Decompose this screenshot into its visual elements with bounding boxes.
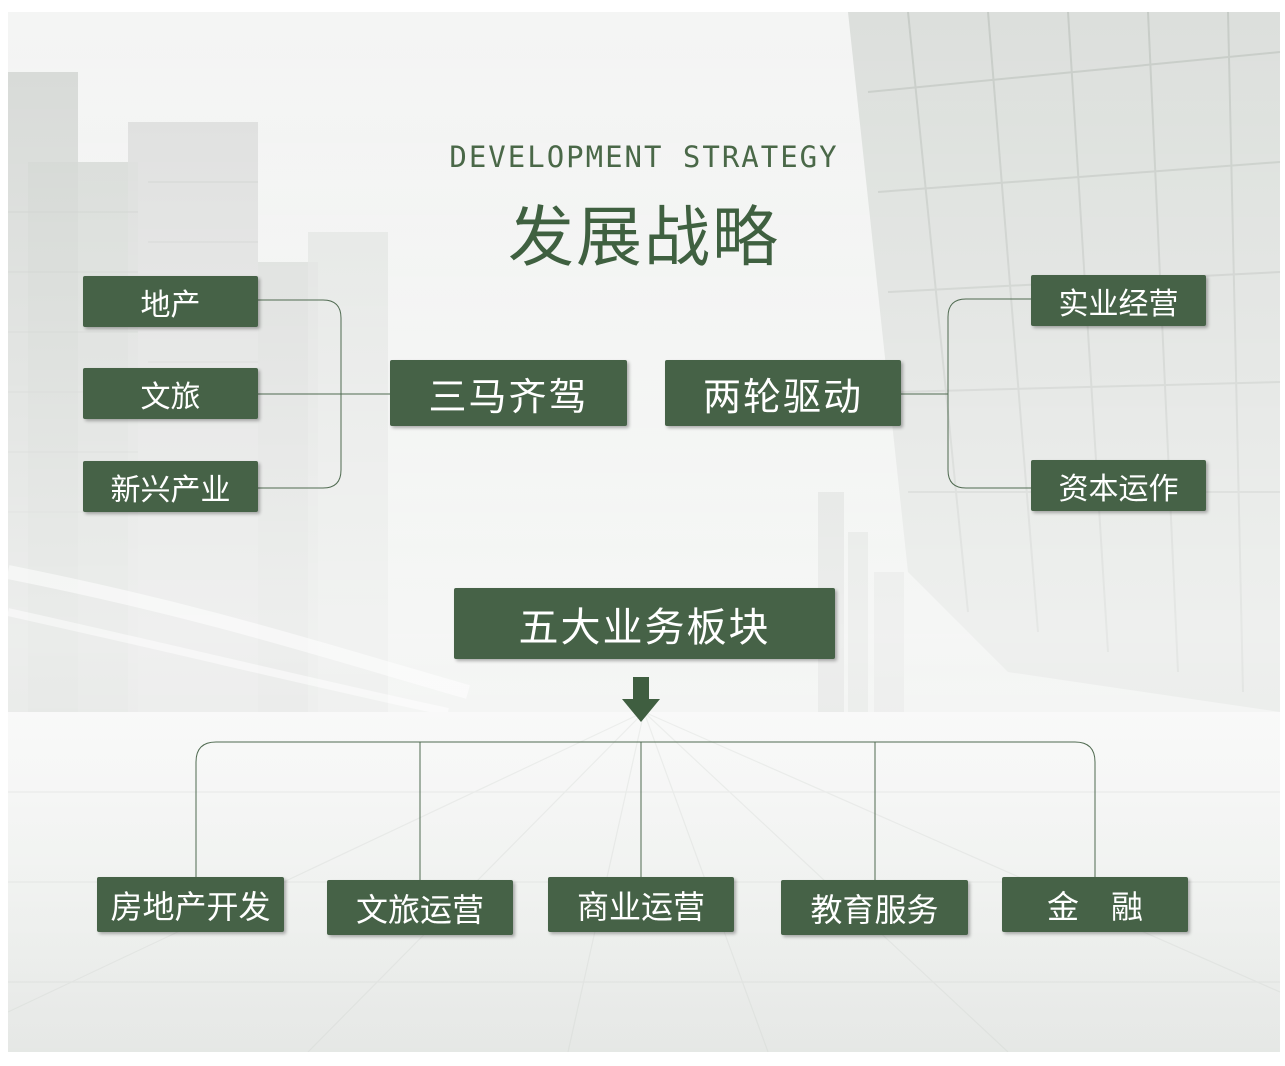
segment-real-estate-development: 房地产开发 (97, 877, 284, 932)
left-item-emerging-industry: 新兴产业 (83, 461, 258, 512)
segment-commercial-operation: 商业运营 (548, 877, 734, 932)
segment-culture-tourism-operation: 文旅运营 (327, 880, 513, 935)
left-main-three-horses: 三马齐驾 (390, 360, 627, 426)
page-title: 发展战略 (508, 199, 780, 276)
right-item-industrial-operation: 实业经营 (1031, 275, 1206, 326)
bottom-main-five-segments: 五大业务板块 (454, 588, 835, 659)
down-arrow-icon (622, 677, 660, 722)
segment-finance: 金 融 (1002, 877, 1188, 932)
right-item-capital-operation: 资本运作 (1031, 460, 1206, 511)
subtitle-english: DEVELOPMENT STRATEGY (449, 140, 839, 174)
connector-lines (195, 298, 1096, 892)
slide-canvas: DEVELOPMENT STRATEGY 发展战略 地产 文旅 新兴产业 三马齐… (8, 12, 1280, 1052)
right-main-two-wheels: 两轮驱动 (665, 360, 901, 426)
segment-education-service: 教育服务 (781, 880, 968, 935)
left-item-culture-tourism: 文旅 (83, 368, 258, 419)
left-item-real-estate: 地产 (83, 276, 258, 327)
